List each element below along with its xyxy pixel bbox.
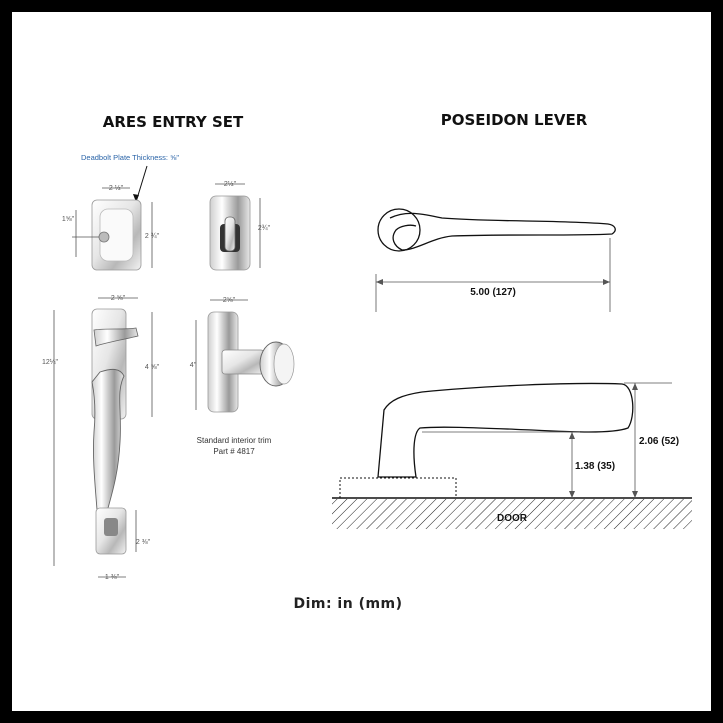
keyhole-icon: [98, 231, 110, 243]
lever-rose-outer: [377, 208, 421, 252]
units-footer: Dim: in (mm): [293, 596, 402, 612]
handle-total-height-label: 12¼": [42, 359, 59, 366]
grip-handle: [91, 368, 125, 525]
arrow-left-icon: [376, 279, 383, 285]
thumbturn-height-label: 2¾": [258, 225, 271, 232]
thumbturn-width-label: 2½": [224, 180, 237, 188]
lever-height-high-label: 2.06 (52): [639, 436, 679, 447]
keyhole-offset-label: 1⅝": [62, 216, 75, 223]
lever-length-label: 5.00 (127): [470, 287, 516, 298]
handle-lower-height-label: 2 ⅜": [136, 539, 151, 546]
interior-height-label: 4": [190, 362, 197, 369]
interior-caption-line2: Part # 4817: [213, 447, 255, 456]
handle-bottom-width-label: 1 ⅜": [105, 574, 120, 581]
handle-width-label: 2 ⅝": [111, 295, 126, 302]
interior-width-label: 2⅝": [223, 297, 236, 304]
interior-caption-line1: Standard interior trim: [197, 436, 272, 445]
deadbolt-note-arrow: [133, 194, 139, 202]
handle-bottom-finial: [104, 518, 118, 536]
handle-upper-height-label: 4 ⅝": [145, 364, 160, 371]
interior-spindle: [221, 349, 265, 375]
diagram-canvas: ARES ENTRY SET POSEIDON LEVER Deadbolt P…: [42, 111, 692, 612]
interior-knob-face: [273, 343, 295, 385]
thumbturn-knob: [224, 216, 236, 252]
lever-base-outline: [339, 477, 457, 499]
arrow-up-icon: [569, 432, 575, 439]
door-label: DOOR: [497, 513, 528, 524]
diagram-page: ARES ENTRY SET POSEIDON LEVER Deadbolt P…: [12, 12, 711, 711]
lever-height-low-label: 1.38 (35): [575, 461, 615, 472]
arrow-right-icon: [603, 279, 610, 285]
arrow-up-icon-2: [632, 383, 638, 390]
arrow-down-icon: [569, 491, 575, 498]
arrow-down-icon-2: [632, 491, 638, 498]
deadbolt-height-label: 2 ¾": [145, 233, 160, 240]
ares-entry-set-title: ARES ENTRY SET: [103, 113, 244, 131]
deadbolt-width-label: 2 ½": [109, 184, 124, 192]
door-hatch: [332, 499, 692, 529]
deadbolt-note: Deadbolt Plate Thickness: ⅝": [81, 153, 179, 162]
lever-side-profile: [377, 382, 634, 478]
thumb-piece: [93, 327, 139, 347]
lever-top-profile: [389, 212, 616, 251]
poseidon-lever-title: POSEIDON LEVER: [441, 111, 588, 129]
